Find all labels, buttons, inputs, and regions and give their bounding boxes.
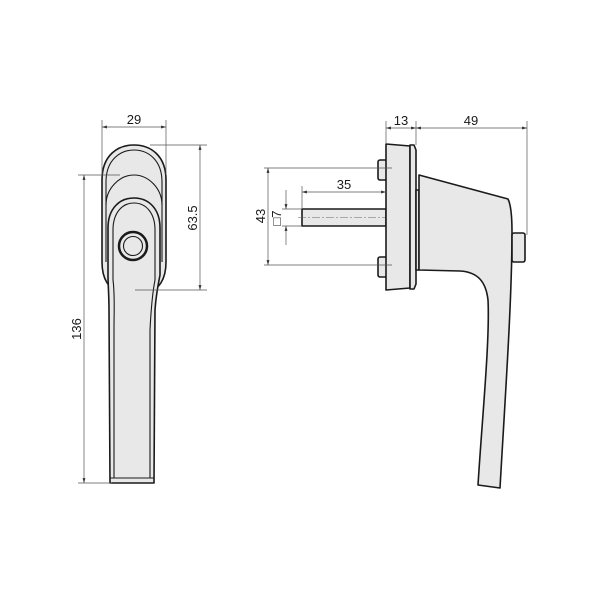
handle-lever-inner (112, 202, 156, 478)
dim-spindle-length-label: 35 (337, 177, 351, 192)
dim-width-label: 29 (127, 112, 141, 127)
dim-spindle-square-label: □7 (269, 210, 284, 225)
dim-handle-projection-label: 49 (464, 113, 478, 128)
dim-bolt-spacing-label: 43 (253, 209, 268, 223)
release-button (511, 232, 526, 263)
dim-total-height-label: 136 (69, 318, 84, 340)
side-view: 13 49 35 43 □7 (253, 113, 528, 489)
rosette-side (385, 143, 411, 291)
handle-lever-side (418, 174, 513, 489)
front-view: 29 63.5 136 (69, 112, 207, 484)
dim-rosette-height-label: 63.5 (185, 205, 200, 230)
handle-lever-front (107, 197, 161, 484)
rosette-cap (105, 174, 163, 206)
rosette-inner-line (105, 149, 163, 262)
dim-rosette-depth-label: 13 (394, 113, 408, 128)
rosette-rim (409, 144, 417, 290)
